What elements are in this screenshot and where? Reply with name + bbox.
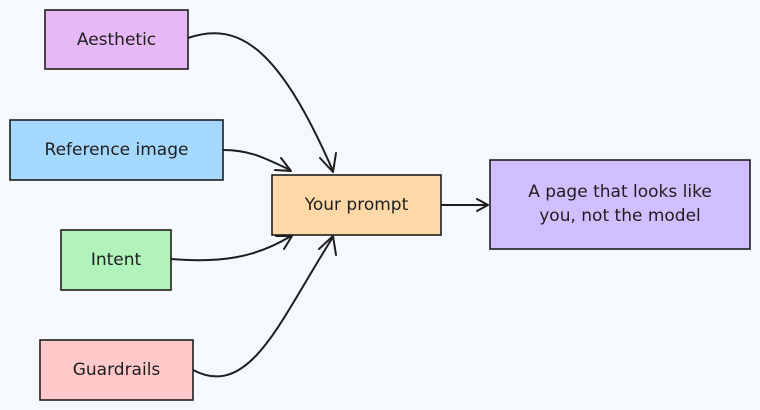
node-result-label-line1: A page that looks like [528,182,712,202]
edge-guardrails-to-prompt [192,236,334,378]
node-guardrails: Guardrails [39,339,194,401]
node-aesthetic: Aesthetic [44,9,189,70]
node-intent-label: Intent [91,250,142,270]
node-reference-image-label: Reference image [45,140,189,160]
edge-result-arrowhead [476,198,489,212]
node-your-prompt: Your prompt [271,174,442,236]
node-intent: Intent [60,229,172,291]
node-guardrails-box [39,339,194,401]
node-your-prompt-label: Your prompt [304,195,409,215]
edge-reference-to-prompt [222,149,291,171]
node-guardrails-label: Guardrails [73,360,161,380]
edge-reference-arrowhead [274,157,292,172]
edge-intent-to-prompt [170,235,292,262]
node-reference-image: Reference image [9,119,224,181]
edge-guardrails-arrowhead [318,235,337,256]
node-aesthetic-box [44,9,189,70]
node-aesthetic-label: Aesthetic [77,30,156,50]
edges [170,32,489,378]
node-intent-box [60,229,172,291]
edge-intent-arrowhead [275,235,293,250]
edge-aesthetic-arrowhead [319,152,337,173]
node-reference-image-box [9,119,224,181]
node-result-box [489,159,751,250]
edge-aesthetic-to-prompt [187,32,334,172]
node-result-label-line2: you, not the model [539,206,701,226]
node-your-prompt-box [271,174,442,236]
node-result: A page that looks like you, not the mode… [489,159,751,250]
